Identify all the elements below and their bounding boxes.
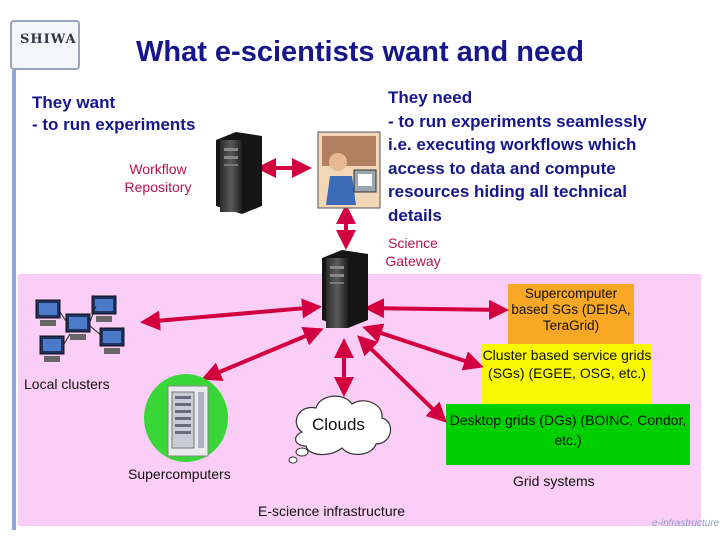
science-gateway-server-icon	[322, 250, 368, 328]
clouds-label: Clouds	[312, 415, 365, 434]
workflow-repository-server-icon	[216, 132, 262, 214]
workflow-repository-label: Workflow Repository	[124, 161, 192, 195]
science-gateway-label: Science Gateway	[385, 235, 441, 269]
arrow-gateway-supercomputer-sgs	[364, 298, 509, 320]
cluster-computer-icon	[35, 299, 61, 326]
supercomputer-sgs-box: Supercomputer based SGs (DEISA, TeraGrid…	[508, 284, 634, 344]
they-need-text: They need - to run experiments seamlessl…	[388, 88, 647, 225]
local-clusters-icon	[35, 295, 125, 362]
cluster-sgs-box: Cluster based service grids (SGs) (EGEE,…	[482, 344, 652, 409]
they-want-text: They want - to run experiments	[32, 93, 196, 134]
page-title: What e-scientists want and need	[136, 36, 584, 68]
local-clusters-label: Local clusters	[24, 376, 110, 392]
cloud-icon	[288, 395, 392, 464]
arrow-gateway-supercomputers	[201, 326, 324, 382]
supercomputer-icon	[144, 374, 228, 462]
cluster-computer-icon	[39, 335, 65, 362]
arrow-gateway-desktop-grids	[357, 335, 447, 423]
desktop-grids-box: Desktop grids (DGs) (BOINC, Condor, etc.…	[446, 404, 690, 465]
cluster-computer-icon	[99, 327, 125, 354]
cluster-computer-icon	[65, 313, 91, 340]
scientist-icon	[317, 131, 381, 209]
e-infrastructure-footer-logo: e-infrastructure	[652, 518, 720, 529]
grid-systems-label: Grid systems	[513, 473, 595, 489]
cluster-computer-icon	[91, 295, 117, 322]
shiwa-logo-text: SHIWA	[20, 32, 77, 47]
arrow-gateway-local-clusters	[140, 298, 322, 331]
left-decorative-bar	[12, 70, 16, 530]
shiwa-logo	[10, 20, 80, 70]
connection-arrows	[140, 158, 509, 423]
e-science-infrastructure-label: E-science infrastructure	[258, 503, 406, 519]
supercomputers-label: Supercomputers	[128, 466, 231, 482]
